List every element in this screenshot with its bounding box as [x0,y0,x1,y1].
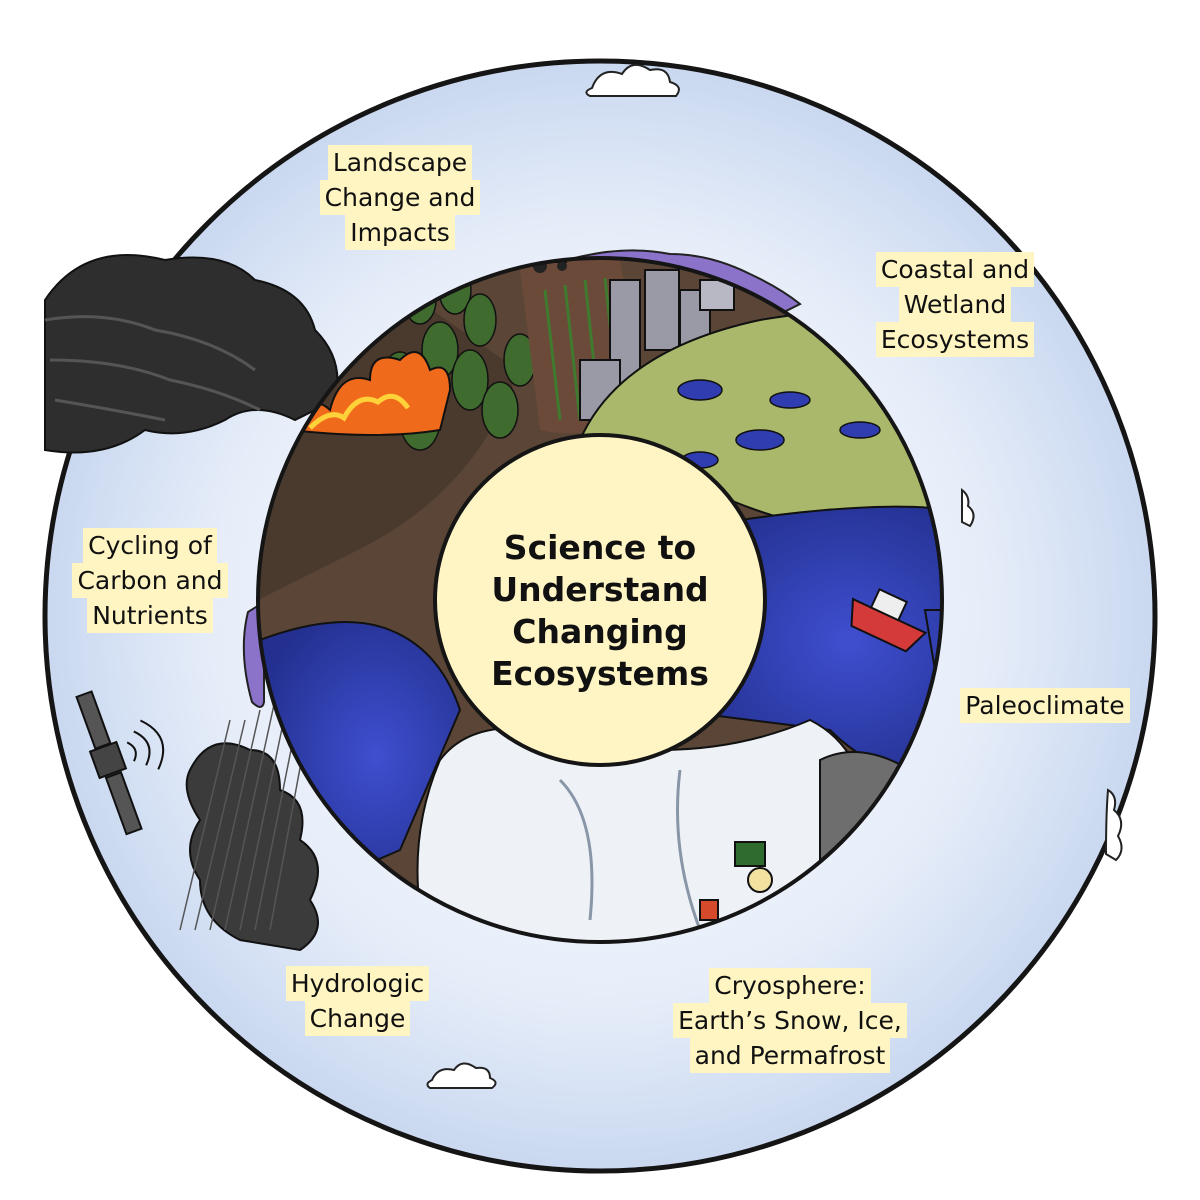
center-disk [433,433,767,767]
center-title: Science to Understand Changing Ecosystem… [440,466,760,756]
center-line: Ecosystems [491,654,709,693]
ship-icon [850,588,928,653]
cloud-icon [426,63,1123,1089]
topic-paleoclimate: Paleoclimate [935,688,1155,723]
globe-outline [256,256,944,944]
topic-landscape: Landscape Change and Impacts [290,145,510,250]
center-line: Understand [491,570,709,609]
topic-hydrologic: Hydrologic Change [250,966,465,1036]
topic-coastal: Coastal and Wetland Ecosystems [845,252,1065,357]
satellite-icon [75,690,165,836]
globe [258,258,942,942]
center-line: Science to [503,528,697,567]
topic-cycling: Cycling of Carbon and Nutrients [45,528,255,633]
topic-cryosphere: Cryosphere: Earth’s Snow, Ice, and Perma… [655,968,925,1073]
smoke-plume [44,254,339,454]
research-equipment [699,841,773,921]
center-line: Changing [512,612,688,651]
